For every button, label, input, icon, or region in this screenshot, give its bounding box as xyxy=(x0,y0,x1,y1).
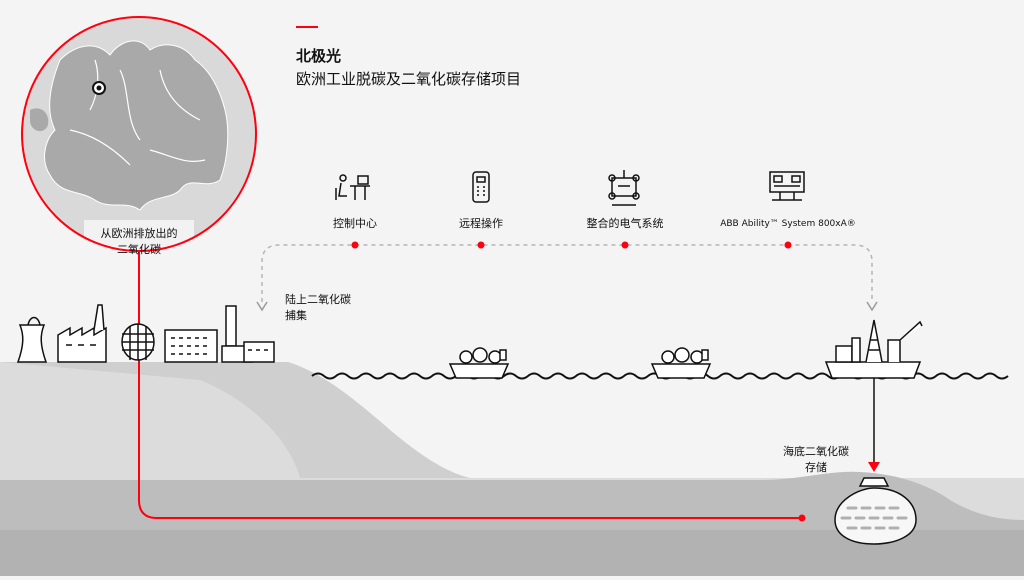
electrical-system-icon xyxy=(608,170,640,206)
dashed-flow-loop xyxy=(261,244,873,302)
control-center-icon xyxy=(335,174,370,200)
cliff-shade xyxy=(0,362,470,478)
system-node-2 xyxy=(477,241,485,249)
system-node-4 xyxy=(784,241,792,249)
dcs-system-icon xyxy=(769,171,805,201)
co2-pipeline xyxy=(138,251,800,519)
map-caption: 从欧洲排放出的 二氧化碳 xyxy=(84,226,194,258)
co2-carrier-ship-1 xyxy=(448,347,510,379)
subsea-storage-label: 海底二氧化碳 存储 xyxy=(768,444,864,476)
dashed-arrow-left xyxy=(256,301,268,312)
system-label-3: 整合的电气系统 xyxy=(586,217,664,230)
co2-carrier-ship-2 xyxy=(650,347,712,379)
offshore-platform xyxy=(824,319,923,379)
pipeline-end-dot xyxy=(798,514,806,522)
title-accent-bar xyxy=(296,26,318,28)
dashed-arrow-right xyxy=(866,301,878,312)
system-label-1: 控制中心 xyxy=(333,217,377,230)
europe-map xyxy=(21,16,257,260)
page-subtitle: 欧洲工业脱碳及二氧化碳存储项目 xyxy=(296,70,522,88)
system-label-4: ABB Ability™ System 800xA® xyxy=(720,219,856,229)
storage-reservoir xyxy=(834,477,917,545)
onshore-capture-line-2: 捕集 xyxy=(285,309,307,322)
subsea-storage-line-2: 存储 xyxy=(805,461,827,474)
system-label-2: 远程操作 xyxy=(459,217,503,230)
remote-control-icon xyxy=(472,171,490,203)
subsea-storage-line-1: 海底二氧化碳 xyxy=(783,445,849,458)
storage-arrow-head xyxy=(868,462,880,472)
onshore-capture-label: 陆上二氧化碳 捕集 xyxy=(285,292,375,324)
system-node-1 xyxy=(351,241,359,249)
map-caption-line-1: 从欧洲排放出的 xyxy=(100,227,178,240)
onshore-capture-line-1: 陆上二氧化碳 xyxy=(285,293,351,306)
map-caption-line-2: 二氧化碳 xyxy=(117,243,161,256)
deep-floor xyxy=(0,530,1024,576)
system-node-3 xyxy=(621,241,629,249)
industrial-skyline xyxy=(16,304,275,363)
page-title: 北极光 xyxy=(296,47,342,65)
